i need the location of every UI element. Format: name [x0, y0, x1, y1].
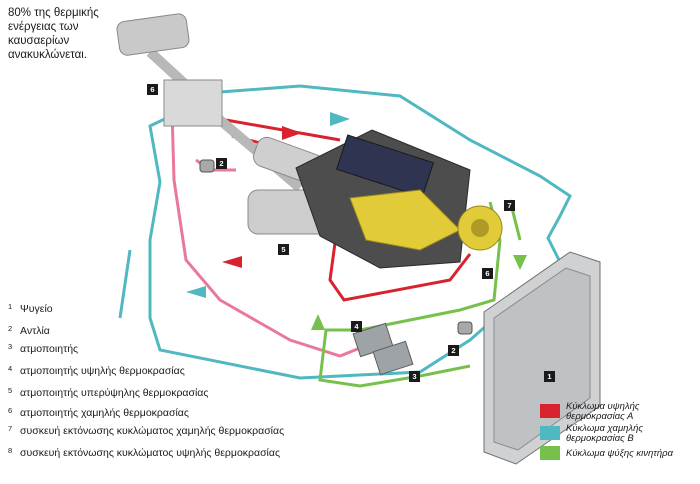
low-temp-circuit-lines: [118, 84, 572, 380]
legend-item: 3 ατμοποιητής: [8, 342, 78, 355]
arrow-high-temp-left: [222, 256, 242, 268]
circuit-label-line: Κύκλωμα ψύξης κινητήρα: [566, 448, 673, 459]
heat-exchanger-3: [372, 340, 414, 376]
low-temp-swatch: [540, 426, 560, 440]
arrow-low-temp-right: [330, 112, 350, 126]
legend-item: 6 ατμοποιητής χαμηλής θερμοκρασίας: [8, 406, 189, 419]
component-tag-6-lower: 6: [482, 268, 493, 279]
intro-line: καυσαερίων: [8, 35, 70, 47]
legend-number: 6: [8, 406, 13, 415]
legend-number: 7: [8, 424, 13, 433]
arrow-engine-down: [513, 255, 527, 270]
component-tag-2-lower: 2: [448, 345, 459, 356]
legend-label: συσκευή εκτόνωσης κυκλώματος υψηλής θερμ…: [20, 447, 281, 459]
legend-label: ατμοποιητής υψηλής θερμοκρασίας: [20, 365, 185, 377]
component-tag-1: 1: [544, 371, 555, 382]
pump-upper: [199, 159, 215, 173]
intro-line: ενέργειας των: [8, 21, 79, 33]
legend-number: 5: [8, 386, 13, 395]
legend-label: ατμοποιητής χαμηλής θερμοκρασίας: [20, 407, 189, 419]
component-tag-6-upper: 6: [147, 84, 158, 95]
legend-item: 1 Ψυγείο: [8, 302, 53, 315]
component-tag-7: 7: [504, 200, 515, 211]
legend-label: ατμοποιητής υπερύψηλης θερμοκρασίας: [20, 387, 209, 399]
exhaust-system: [116, 13, 331, 235]
legend-item: 5 ατμοποιητής υπερύψηλης θερμοκρασίας: [8, 386, 208, 399]
legend-number: 2: [8, 324, 13, 333]
legend-number: 1: [8, 302, 13, 311]
legend-label: Αντλία: [20, 325, 50, 337]
legend-number: 8: [8, 446, 13, 455]
pump-lower: [457, 321, 473, 335]
legend-item: 2 Αντλία: [8, 324, 50, 337]
engine: [295, 129, 503, 269]
engine-swatch: [540, 446, 560, 460]
intro-line: ανακυκλώνεται.: [8, 49, 88, 61]
legend-item: 7 συσκευή εκτόνωσης κυκλώματος χαμηλής θε…: [8, 424, 284, 437]
intro-line: 80% της θερμικής: [8, 7, 99, 19]
component-tag-2-upper: 2: [216, 158, 227, 169]
circuit-label-line: θερμοκρασίας Β: [566, 433, 634, 444]
arrow-low-temp-left: [186, 286, 206, 298]
component-tag-4: 4: [351, 321, 362, 332]
radiator: [483, 251, 601, 465]
circuit-label-line: θερμοκρασίας Α: [566, 411, 634, 422]
legend-number: 3: [8, 342, 13, 351]
component-tag-5: 5: [278, 244, 289, 255]
legend-label: Ψυγείο: [20, 303, 53, 315]
legend-label: συσκευή εκτόνωσης κυκλώματος χαμηλής θερ…: [20, 425, 285, 437]
legend-label: ατμοποιητής: [20, 343, 79, 355]
legend-item: 8 συσκευή εκτόνωσης κυκλώματος υψηλής θερ…: [8, 446, 280, 459]
legend-number: 4: [8, 364, 13, 373]
high-temp-swatch: [540, 404, 560, 418]
legend-item: 4 ατμοποιητής υψηλής θερμοκρασίας: [8, 364, 185, 377]
circuit-label-line: Κύκλωμα υψηλής: [566, 401, 640, 412]
circuit-label-line: Κύκλωμα χαμηλής: [566, 423, 644, 434]
intro-text: 80% της θερμικής ενέργειας των καυσαερίω…: [8, 6, 128, 62]
arrow-engine-up: [311, 314, 325, 330]
component-tag-3: 3: [409, 371, 420, 382]
arrow-high-temp-right: [282, 126, 302, 140]
